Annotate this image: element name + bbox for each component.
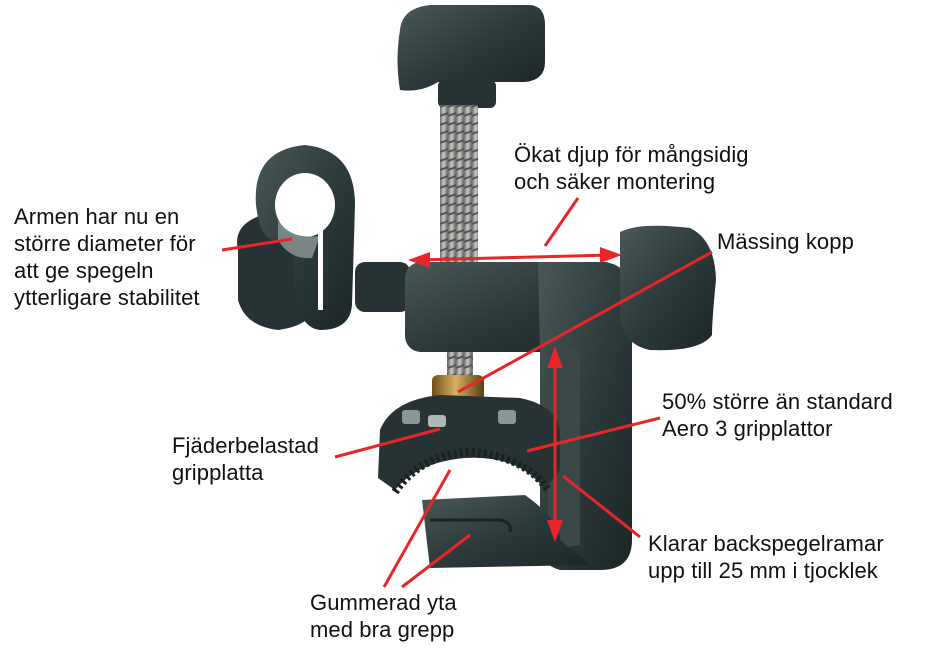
arrowheads [408,247,622,542]
annotation-line: Fjäderbelastad [172,433,319,458]
annotation-line: ytterligare stabilitet [14,285,200,310]
leader-depth [543,197,580,247]
screw-upper [440,105,478,265]
annotation-line: Aero 3 gripplattor [662,416,833,441]
annotation-line: Gummerad yta [310,590,457,615]
annotation-arm: Armen har nu en större diameter för att … [14,203,200,311]
ring-arm [237,145,410,330]
top-knob [397,5,545,108]
annotation-lines [221,197,713,589]
annotation-brass-cup: Mässing kopp [717,228,854,255]
annotation-line: med bra grepp [310,617,455,642]
annotation-grip-size: 50% större än standard Aero 3 gripplatto… [662,388,893,442]
annotation-line: 50% större än standard [662,389,893,414]
annotation-line: större diameter för [14,231,196,256]
annotation-line: gripplatta [172,460,264,485]
annotation-depth: Ökat djup för mångsidig och säker monter… [514,141,749,195]
annotation-line: Klarar backspegelramar [648,531,884,556]
annotation-spring: Fjäderbelastad gripplatta [172,432,319,486]
leader-grip-size [526,416,661,453]
leader-rubber-2 [401,533,471,589]
rubber-pad [422,495,590,568]
annotation-line: Mässing kopp [717,229,854,254]
leader-arm [221,237,293,252]
annotation-line: och säker montering [514,169,716,194]
leader-thickness [562,474,641,539]
leader-rubber-1 [382,469,452,588]
annotation-line: att ge spegeln [14,258,154,283]
annotation-thickness: Klarar backspegelramar upp till 25 mm i … [648,530,884,584]
annotation-rubber: Gummerad yta med bra grepp [310,589,457,643]
grip-plate [378,395,560,495]
annotation-line: Armen har nu en [14,204,180,229]
arrow-depth [417,253,613,262]
annotation-line: upp till 25 mm i tjocklek [648,558,878,583]
leader-spring [334,427,441,459]
annotation-line: Ökat djup för mångsidig [514,142,749,167]
leader-brass [457,250,713,394]
